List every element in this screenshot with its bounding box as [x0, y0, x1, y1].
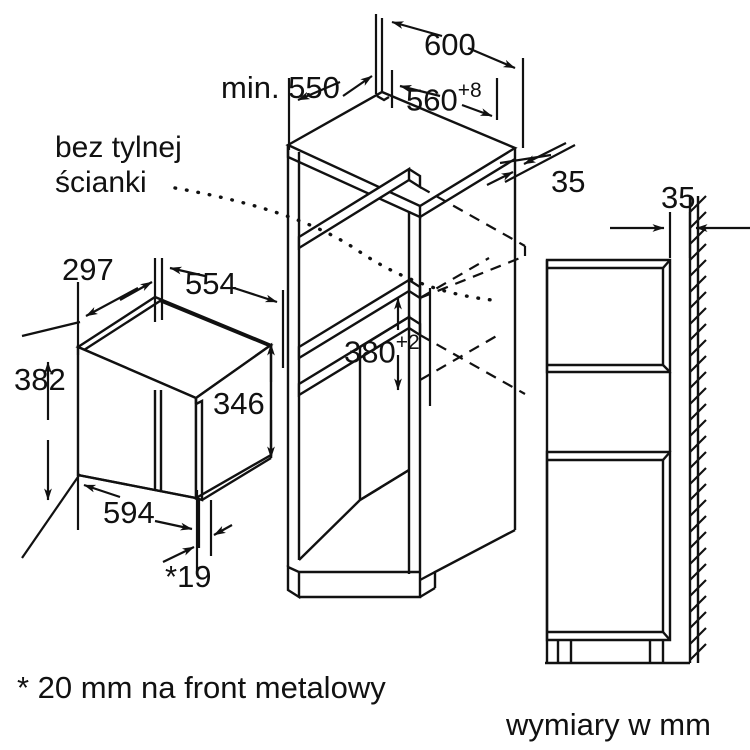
cabinet-interior-back-top	[359, 315, 410, 349]
no-back-panel-leader-dots	[173, 186, 494, 302]
appliance-door-front-edge	[195, 399, 204, 502]
arrow-594-right	[154, 519, 193, 531]
arrow-297-left	[85, 287, 139, 317]
cabinet-niche-top-shelf	[297, 166, 411, 251]
hidden-line-niche-shelf-back	[419, 254, 526, 300]
dim-label-600: 600	[424, 27, 476, 62]
side-upper-carcase-corner-b	[662, 364, 671, 373]
side-lower-carcase	[545, 450, 672, 642]
appliance-bottom-right-edge	[201, 456, 272, 502]
dim-35a-line-b	[504, 144, 576, 183]
hidden-line-niche-top-back	[419, 186, 526, 247]
cabinet-isometric	[173, 90, 527, 600]
hidden-line-diag-lower	[419, 333, 501, 381]
dim-label-560: 560	[406, 82, 458, 118]
hidden-line-diag-upper	[419, 257, 490, 299]
cabinet-top-notch	[376, 94, 390, 102]
arrow-560-right	[461, 103, 493, 118]
arrow-554-right	[233, 286, 278, 304]
side-upper-carcase	[545, 258, 672, 374]
arrow-19-right	[213, 524, 233, 536]
cabinet-niche-bottom-shelf-edge	[408, 278, 422, 301]
ext-382-bottom	[21, 473, 81, 559]
arrow-min550-left	[297, 80, 341, 102]
arrow-35a-in	[523, 142, 567, 165]
wall-hatching	[689, 195, 707, 661]
dim-label-560-group: 560+8	[406, 79, 482, 118]
cabinet-base-right-top	[419, 570, 436, 582]
side-view-cabinet	[545, 195, 707, 665]
dim-label-297: 297	[62, 252, 114, 287]
ext-382-top	[21, 320, 81, 338]
units-note: wymiary w mm	[506, 707, 711, 742]
arrow-297-right	[119, 281, 153, 301]
cabinet-plinth-front	[299, 580, 422, 599]
dim-label-min-550: min. 550	[221, 70, 340, 105]
side-lower-carcase-corner-a	[662, 451, 671, 461]
hidden-line-lower-back	[419, 334, 526, 395]
dim-label-35-cabinet: 35	[551, 164, 586, 199]
dim-label-382: 382	[14, 362, 66, 397]
side-lower-carcase-inner	[547, 458, 665, 634]
cabinet-floor-left-edge	[298, 499, 361, 561]
cabinet-plinth-left	[286, 565, 301, 600]
arrow-594-left	[83, 483, 121, 499]
arrow-19-left	[162, 546, 195, 563]
dim-label-19: *19	[165, 559, 212, 594]
dimension-annotations	[21, 14, 750, 572]
dim-label-554: 554	[185, 266, 237, 301]
arrow-35a-out	[486, 171, 514, 186]
arrow-560-left	[399, 84, 441, 98]
dim-label-380-tolerance: +2	[395, 331, 420, 354]
appliance-top-thickness	[83, 299, 273, 352]
footnote-metal-front: * 20 mm na front metalowy	[17, 670, 386, 705]
dim-label-380-group: 380+2	[344, 331, 420, 370]
no-back-panel-label-line2: ścianki	[55, 166, 147, 199]
cabinet-niche-top-shelf-edge	[408, 167, 422, 190]
side-upper-carcase-inner	[547, 266, 665, 367]
cabinet-plinth-corner	[419, 586, 436, 599]
no-back-panel-label-line1: bez tylnej	[55, 131, 182, 164]
side-upper-carcase-corner-a	[662, 259, 671, 269]
arrow-554-left	[169, 266, 206, 278]
dim-label-594: 594	[103, 495, 155, 530]
dim-label-346: 346	[213, 386, 265, 421]
arrow-600-left	[391, 20, 443, 38]
side-lower-carcase-corner-b	[662, 631, 671, 641]
cabinet-lower-compartment-top-edge	[408, 315, 422, 338]
arrow-min550-right	[342, 75, 373, 97]
dim-label-380: 380	[344, 334, 396, 370]
cabinet-floor-right-edge	[359, 468, 410, 502]
arrow-600-right	[467, 46, 516, 70]
cabinet-base-right	[433, 528, 516, 588]
appliance-bottom-edge	[77, 473, 197, 500]
dim-label-35-wall: 35	[661, 180, 696, 215]
dim-label-560-tolerance: +8	[457, 79, 482, 102]
